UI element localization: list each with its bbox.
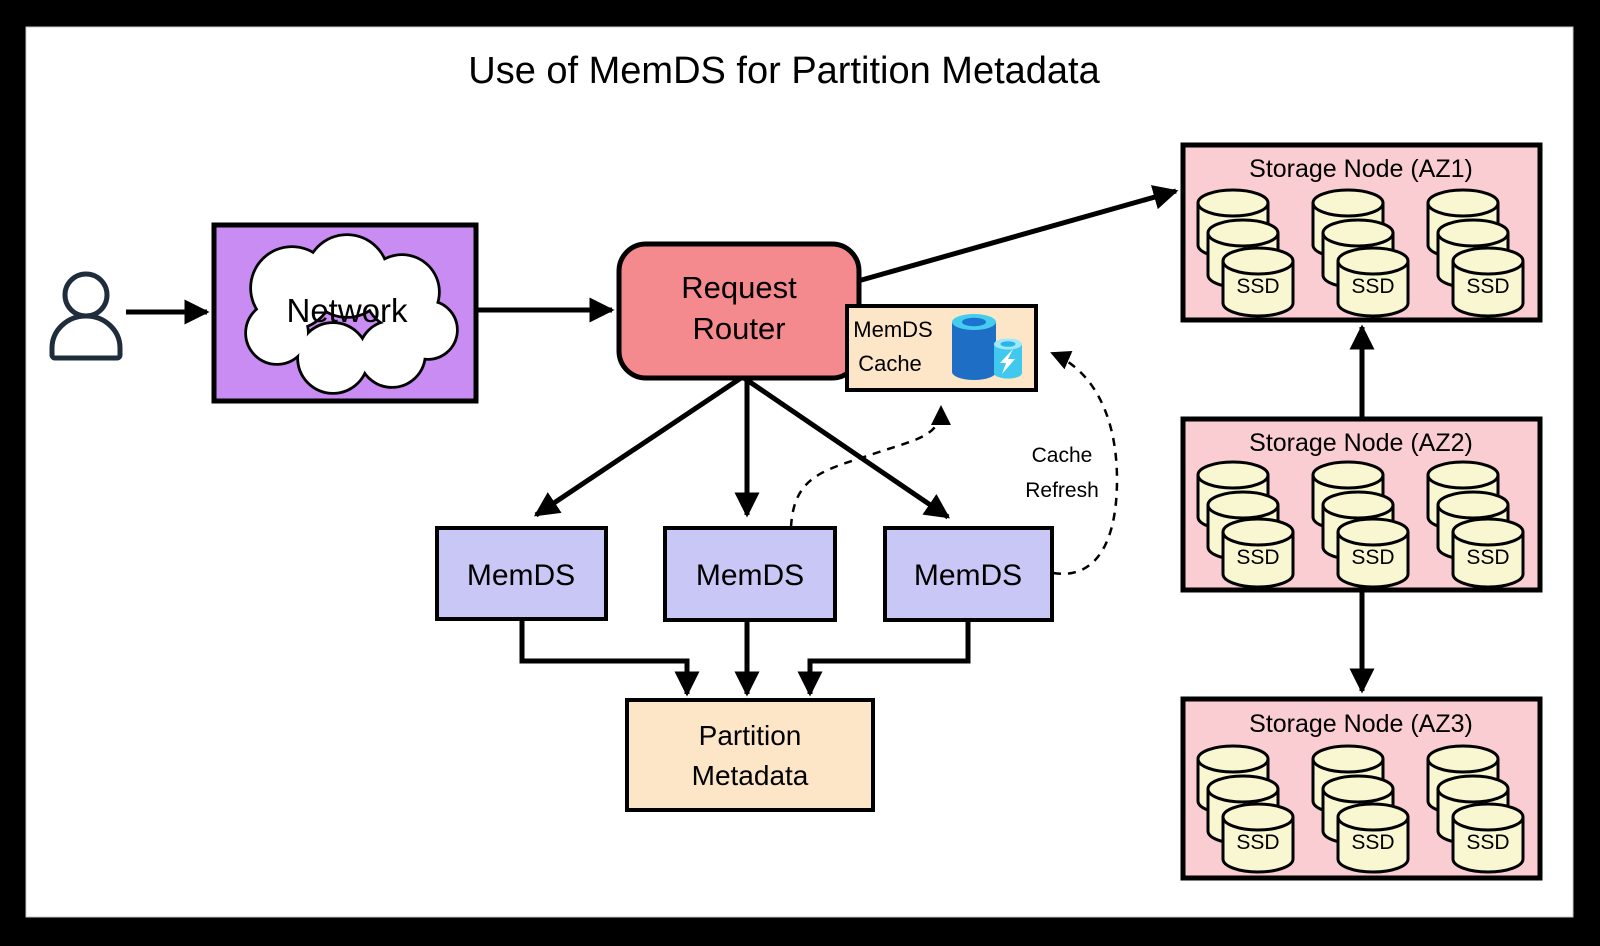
ssd-label: SSD xyxy=(1351,831,1394,854)
dashed-arrow-memds3-to-cache xyxy=(1050,350,1119,576)
cache-database-icon xyxy=(952,314,1022,380)
memds-cache-box: MemDS Cache xyxy=(845,304,1038,392)
network-label: Network xyxy=(286,292,408,329)
storage-node-az1: Storage Node (AZ1) SSD SSD SSD xyxy=(1180,142,1543,323)
dashed-arrow-memds2-to-cache xyxy=(789,405,951,528)
network-box: Network xyxy=(211,222,479,404)
memds-box-1: MemDS xyxy=(435,526,608,621)
request-router-label-line2: Router xyxy=(692,311,785,346)
memds-box-2: MemDS xyxy=(663,526,837,622)
memds-label-3: MemDS xyxy=(914,559,1022,592)
partition-metadata-label-line1: Partition xyxy=(699,720,802,751)
ssd-cylinder-stack: SSD xyxy=(1196,744,1295,874)
ssd-cylinder-stack: SSD xyxy=(1311,188,1410,318)
partition-metadata-label-line2: Metadata xyxy=(692,760,809,791)
ssd-cylinder-stack: SSD xyxy=(1196,460,1295,589)
ssd-cylinder-stack: SSD xyxy=(1196,188,1295,318)
storage-node-az1-title: Storage Node (AZ1) xyxy=(1249,155,1473,183)
storage-node-az2-title: Storage Node (AZ2) xyxy=(1249,429,1473,457)
storage-node-az3: Storage Node (AZ3) SSD SSD SSD xyxy=(1180,696,1543,881)
cache-refresh-label-line1: Cache xyxy=(1032,444,1093,467)
ssd-cylinder-stack: SSD xyxy=(1311,460,1410,589)
ssd-cylinder-stack: SSD xyxy=(1426,188,1525,318)
arrow-memds3-to-partition xyxy=(797,620,971,697)
cloud-icon xyxy=(244,233,459,395)
page-title: Use of MemDS for Partition Metadata xyxy=(468,50,1100,92)
lightning-bolt-icon xyxy=(1000,349,1015,374)
ssd-label: SSD xyxy=(1236,831,1279,854)
person-icon xyxy=(49,271,123,361)
memds-label-2: MemDS xyxy=(696,559,804,592)
cache-refresh-label-line2: Refresh xyxy=(1025,479,1099,502)
memds-cache-label-line2: Cache xyxy=(858,351,922,376)
storage-node-az2: Storage Node (AZ2) SSD SSD SSD xyxy=(1180,416,1543,593)
ssd-label: SSD xyxy=(1236,546,1279,569)
partition-metadata-box: Partition Metadata xyxy=(625,698,875,812)
arrow-router-to-az1 xyxy=(857,185,1179,284)
ssd-label: SSD xyxy=(1351,546,1394,569)
arrow-memds1-to-partition xyxy=(519,619,700,697)
ssd-label: SSD xyxy=(1351,275,1394,298)
request-router-label-line1: Request xyxy=(681,270,797,305)
memds-box-3: MemDS xyxy=(883,526,1054,622)
ssd-label: SSD xyxy=(1236,275,1279,298)
ssd-cylinder-stack: SSD xyxy=(1426,744,1525,874)
memds-cache-label-line1: MemDS xyxy=(853,317,932,342)
ssd-label: SSD xyxy=(1466,831,1509,854)
arrow-router-to-memds-3 xyxy=(742,375,951,520)
ssd-label: SSD xyxy=(1466,275,1509,298)
ssd-label: SSD xyxy=(1466,546,1509,569)
request-router-box: Request Router xyxy=(616,241,862,381)
ssd-cylinder-stack: SSD xyxy=(1426,460,1525,589)
memds-label-1: MemDS xyxy=(467,559,575,592)
storage-node-az3-title: Storage Node (AZ3) xyxy=(1249,710,1473,738)
arrow-router-to-memds-1 xyxy=(533,375,743,518)
ssd-cylinder-stack: SSD xyxy=(1311,744,1410,874)
